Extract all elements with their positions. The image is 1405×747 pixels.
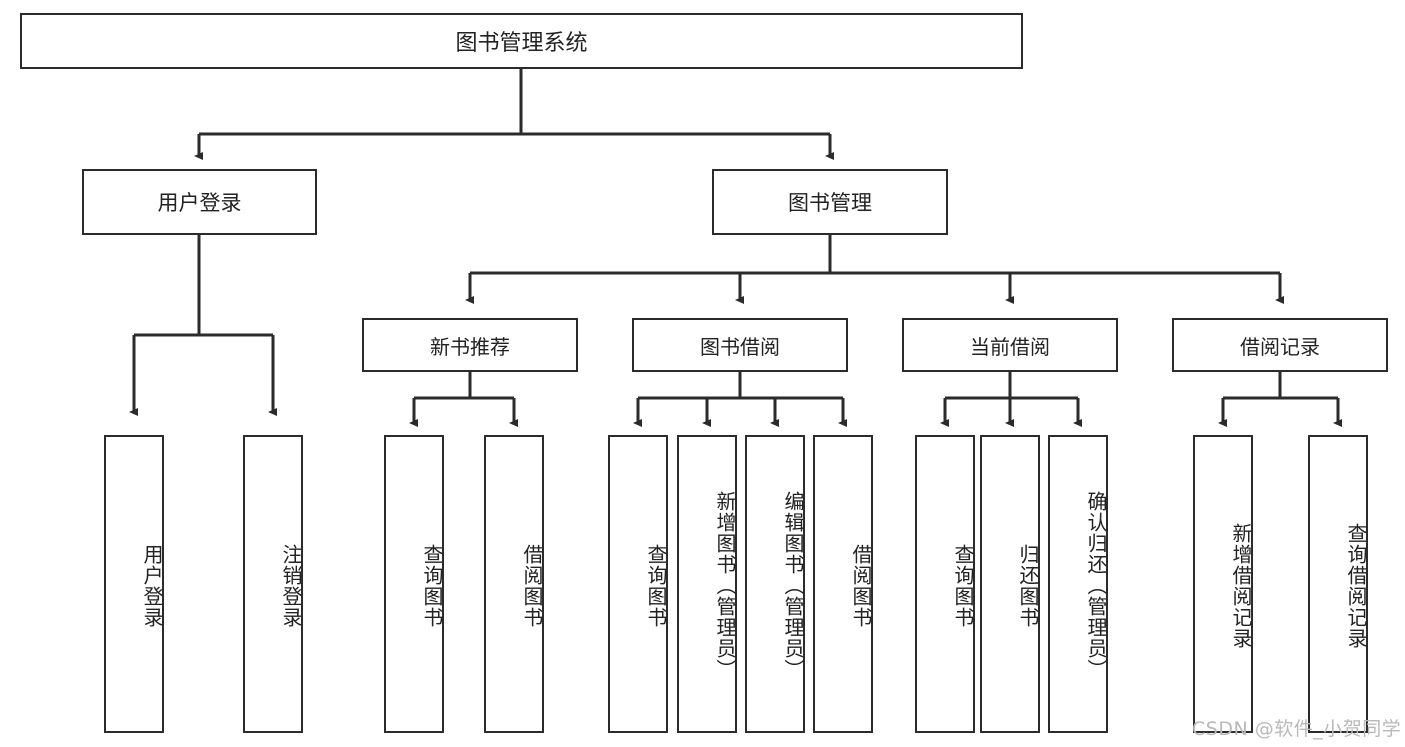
leaf-borrow-query-book-label: 查询图书 — [644, 544, 668, 628]
leaf-current-query-book[interactable]: 查询图书 — [915, 435, 975, 733]
node-root[interactable]: 图书管理系统 — [20, 13, 1023, 69]
node-borrow-record-label: 借阅记录 — [1240, 334, 1320, 359]
node-book-management[interactable]: 图书管理 — [712, 169, 948, 235]
leaf-borrow-edit-book-label: 编辑图书（管理员） — [781, 490, 805, 680]
leaf-borrow-add-book-label: 新增图书（管理员） — [713, 490, 737, 680]
leaf-borrow-borrow-book[interactable]: 借阅图书 — [813, 435, 873, 733]
node-root-label: 图书管理系统 — [455, 31, 588, 56]
leaf-user-login-logout[interactable]: 注销登录 — [243, 435, 303, 733]
node-book-management-label: 图书管理 — [788, 191, 872, 215]
leaf-user-login-login[interactable]: 用户登录 — [104, 435, 164, 733]
node-user-login-label: 用户登录 — [157, 191, 242, 215]
leaf-record-add-record-label: 新增借阅记录 — [1229, 523, 1253, 649]
node-current-borrow-label: 当前借阅 — [970, 334, 1050, 359]
leaf-recommend-query-book-label: 查询图书 — [420, 544, 444, 628]
leaf-recommend-query-book[interactable]: 查询图书 — [384, 435, 444, 733]
leaf-borrow-query-book[interactable]: 查询图书 — [608, 435, 668, 733]
csdn-watermark: CSDN @软件_小贺同学 — [1192, 718, 1402, 740]
node-book-borrow[interactable]: 图书借阅 — [632, 318, 848, 372]
leaf-borrow-add-book[interactable]: 新增图书（管理员） — [677, 435, 737, 733]
node-borrow-record[interactable]: 借阅记录 — [1172, 318, 1388, 372]
node-book-borrow-label: 图书借阅 — [700, 334, 780, 359]
leaf-current-query-book-label: 查询图书 — [951, 544, 975, 628]
leaf-recommend-borrow-book[interactable]: 借阅图书 — [484, 435, 544, 733]
leaf-record-query-record[interactable]: 查询借阅记录 — [1308, 435, 1368, 733]
leaf-recommend-borrow-book-label: 借阅图书 — [520, 544, 544, 628]
node-user-login[interactable]: 用户登录 — [82, 169, 317, 235]
node-new-book-recommend-label: 新书推荐 — [430, 334, 510, 359]
leaf-current-return-book-label: 归还图书 — [1016, 544, 1040, 628]
node-new-book-recommend[interactable]: 新书推荐 — [362, 318, 578, 372]
leaf-record-query-record-label: 查询借阅记录 — [1344, 523, 1368, 649]
leaf-record-add-record[interactable]: 新增借阅记录 — [1193, 435, 1253, 733]
leaf-current-confirm-return[interactable]: 确认归还（管理员） — [1048, 435, 1108, 733]
node-current-borrow[interactable]: 当前借阅 — [902, 318, 1118, 372]
leaf-current-return-book[interactable]: 归还图书 — [980, 435, 1040, 733]
leaf-current-confirm-return-label: 确认归还（管理员） — [1084, 490, 1108, 680]
leaf-user-login-logout-label: 注销登录 — [279, 544, 303, 628]
leaf-borrow-edit-book[interactable]: 编辑图书（管理员） — [745, 435, 805, 733]
leaf-borrow-borrow-book-label: 借阅图书 — [849, 544, 873, 628]
leaf-user-login-login-label: 用户登录 — [140, 544, 164, 628]
